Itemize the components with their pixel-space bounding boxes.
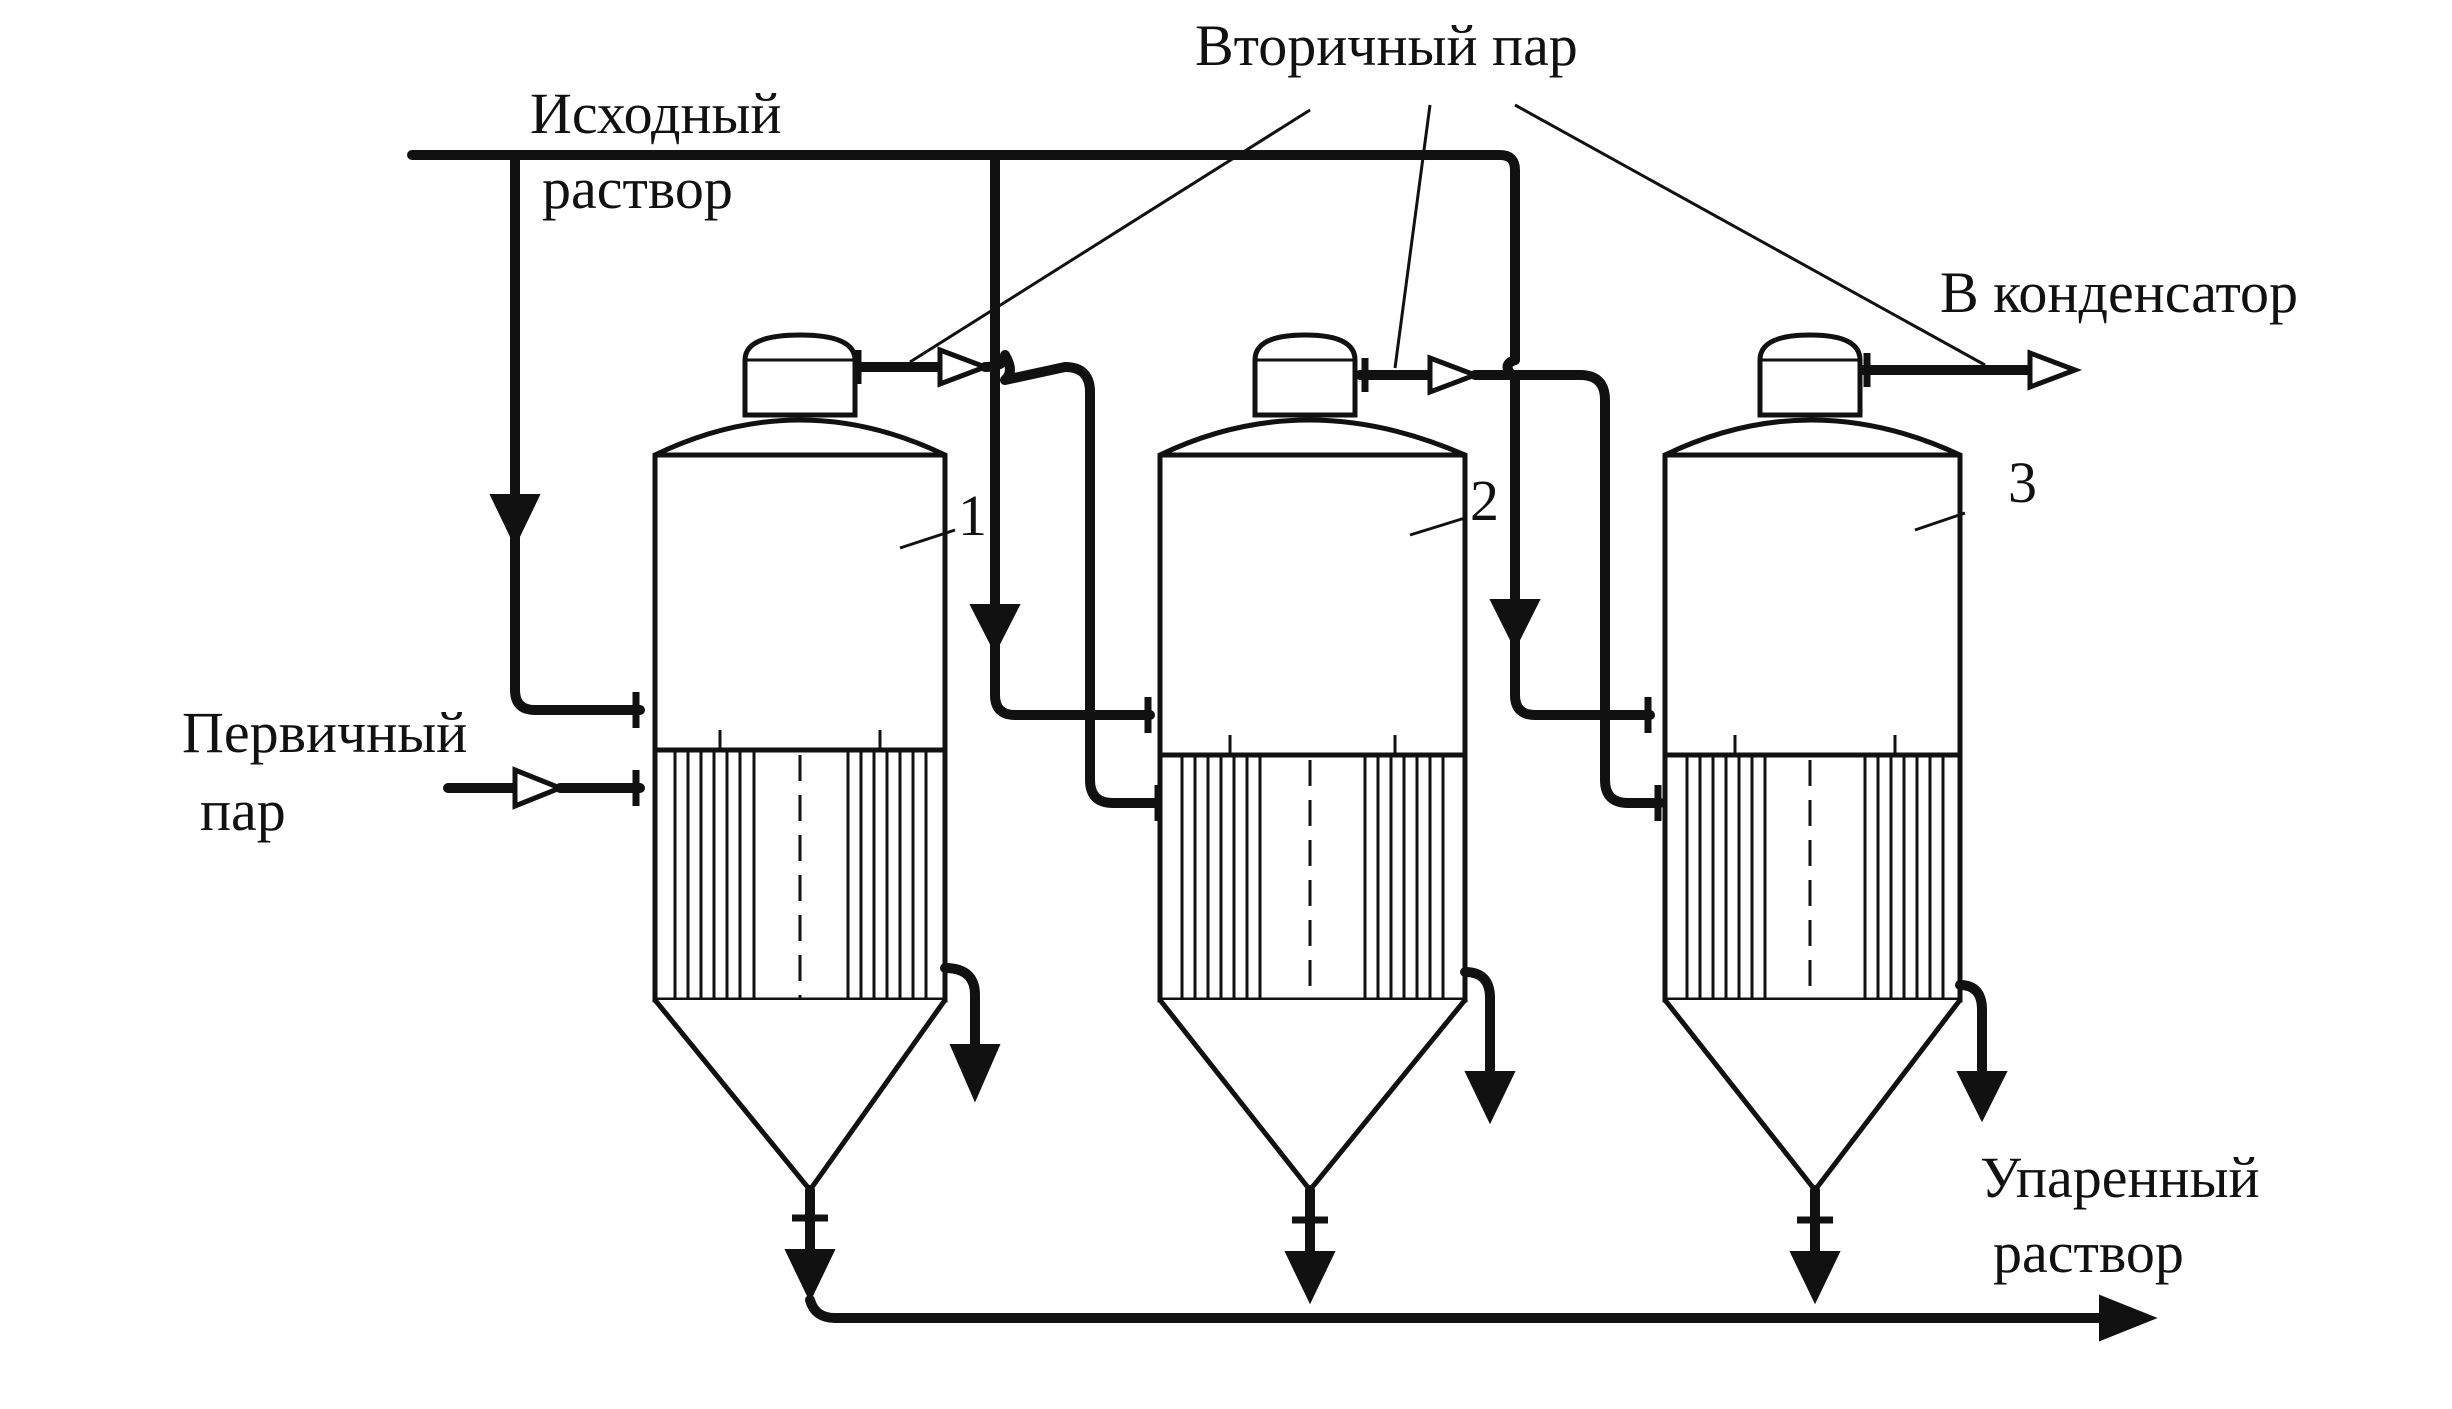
evaporator-1: [652, 332, 1001, 1303]
feed-label-line2: раствор: [542, 156, 733, 221]
feed-arrow-1: [489, 494, 541, 548]
product-label-line2: раствор: [1993, 1220, 2184, 1285]
feed-arrows: [489, 494, 1541, 655]
evaporator-number-2: 2: [1470, 468, 1499, 533]
secondary-vapor-leaders: [909, 103, 1986, 369]
vapor-line-2-3: [1355, 354, 1665, 821]
evaporator-2: [1157, 332, 1516, 1305]
feed-arrow-3: [1489, 599, 1541, 651]
product-collector: [805, 1294, 2158, 1342]
product-label-line1: Упаренный: [1980, 1145, 2260, 1210]
feed-label-line1: Исходный: [530, 81, 782, 146]
tube-bundle-1: [673, 730, 928, 998]
primary-steam-label-line1: Первичный: [182, 700, 467, 765]
primary-steam-inlet: [443, 692, 645, 810]
vapor-line-to-condenser: [1857, 349, 2083, 391]
tube-bundle-3: [1685, 735, 1945, 998]
evaporator-number-3: 3: [2008, 450, 2037, 515]
primary-steam-label-line2: пар: [200, 778, 286, 843]
condenser-label: В конденсатор: [1940, 260, 2298, 325]
tube-bundle-2: [1180, 735, 1445, 998]
feed-arrow-2: [969, 604, 1021, 655]
evaporator-3: [1662, 332, 2008, 1305]
evaporator-number-1: 1: [958, 483, 987, 548]
feed-pipeline: [407, 150, 1655, 720]
secondary-vapor-label: Вторичный пар: [1195, 13, 1578, 78]
